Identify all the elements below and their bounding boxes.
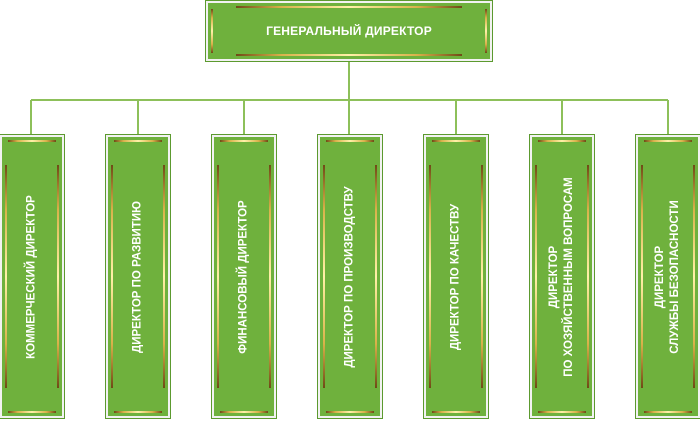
ceo-box: ГЕНЕРАЛЬНЫЙ ДИРЕКТОР bbox=[205, 0, 493, 62]
gold-trim-left bbox=[535, 164, 537, 389]
department-box-finance: ФИНАНСОВЫЙ ДИРЕКТОР bbox=[211, 134, 277, 419]
gold-trim-left bbox=[211, 8, 213, 54]
gold-trim-left bbox=[429, 164, 431, 389]
gold-trim-right bbox=[485, 8, 487, 54]
gold-trim-left bbox=[111, 164, 113, 389]
gold-trim-left bbox=[641, 164, 643, 389]
gold-trim-right bbox=[587, 164, 589, 389]
department-label: ДИРЕКТОР ПО ХОЗЯЙСТВЕННЫМ ВОПРОСАМ bbox=[547, 147, 577, 407]
department-box-quality: ДИРЕКТОР ПО КАЧЕСТВУ bbox=[423, 134, 489, 419]
gold-trim-left bbox=[323, 164, 325, 389]
gold-trim-right bbox=[163, 164, 165, 389]
gold-trim-right bbox=[375, 164, 377, 389]
department-label-line: ДИРЕКТОР bbox=[548, 245, 560, 308]
department-box-production: ДИРЕКТОР ПО ПРОИЗВОДСТВУ bbox=[317, 134, 383, 419]
department-label: ДИРЕКТОР ПО КАЧЕСТВУ bbox=[449, 147, 464, 407]
department-box-security: ДИРЕКТОР СЛУЖБЫ БЕЗОПАСНОСТИ bbox=[635, 134, 700, 419]
gold-trim-left bbox=[217, 164, 219, 389]
department-label-line: СЛУЖБЫ БЕЗОПАСНОСТИ bbox=[669, 199, 681, 354]
department-label-line: ДИРЕКТОР ПО КАЧЕСТВУ bbox=[449, 203, 462, 350]
department-label-line: ПО ХОЗЯЙСТВЕННЫМ ВОПРОСАМ bbox=[563, 176, 575, 377]
department-label: КОММЕРЧЕСКИЙ ДИРЕКТОР bbox=[25, 147, 40, 407]
department-box-operations: ДИРЕКТОР ПО ХОЗЯЙСТВЕННЫМ ВОПРОСАМ bbox=[529, 134, 595, 419]
gold-trim-left bbox=[5, 164, 7, 389]
department-label-line: ДИРЕКТОР ПО ПРОИЗВОДСТВУ bbox=[343, 185, 356, 368]
department-label-line: ДИРЕКТОР bbox=[654, 245, 666, 308]
department-label-line: КОММЕРЧЕСКИЙ ДИРЕКТОР bbox=[25, 194, 38, 359]
department-label: ДИРЕКТОР ПО ПРОИЗВОДСТВУ bbox=[343, 147, 358, 407]
department-label-line: ФИНАНСОВЫЙ ДИРЕКТОР bbox=[237, 199, 250, 354]
department-label-line: ДИРЕКТОР ПО РАЗВИТИЮ bbox=[131, 200, 144, 353]
department-label: ДИРЕКТОР ПО РАЗВИТИЮ bbox=[131, 147, 146, 407]
department-box-commercial: КОММЕРЧЕСКИЙ ДИРЕКТОР bbox=[0, 134, 65, 419]
gold-trim-right bbox=[269, 164, 271, 389]
gold-trim-right bbox=[693, 164, 695, 389]
ceo-label: ГЕНЕРАЛЬНЫЙ ДИРЕКТОР bbox=[266, 24, 432, 38]
gold-trim-right bbox=[57, 164, 59, 389]
department-label: ФИНАНСОВЫЙ ДИРЕКТОР bbox=[237, 147, 252, 407]
department-box-development: ДИРЕКТОР ПО РАЗВИТИЮ bbox=[105, 134, 171, 419]
department-label: ДИРЕКТОР СЛУЖБЫ БЕЗОПАСНОСТИ bbox=[653, 147, 683, 407]
gold-trim-right bbox=[481, 164, 483, 389]
